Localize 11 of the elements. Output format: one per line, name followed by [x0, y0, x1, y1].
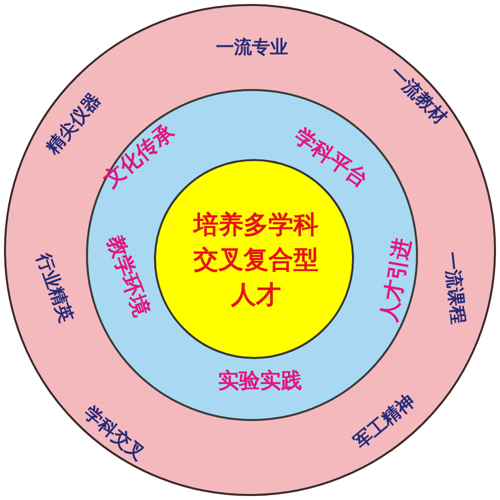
ring-label: 教学环境: [104, 232, 152, 320]
ring-label: 人才引进: [378, 236, 414, 324]
ring-label: 一流教材: [386, 64, 450, 128]
ring-label: 实验实践: [218, 370, 302, 392]
center-text: 培养多学科交叉复合型人才: [192, 209, 320, 311]
ring-label: 学科交叉: [80, 404, 148, 464]
ring-label: 行业精英: [33, 251, 75, 325]
ring-label: 一流课程: [441, 251, 467, 325]
ring-label: 学科平台: [290, 125, 372, 191]
ring-label: 一流专业: [216, 39, 288, 57]
ring-label: 军工精神: [352, 392, 418, 452]
